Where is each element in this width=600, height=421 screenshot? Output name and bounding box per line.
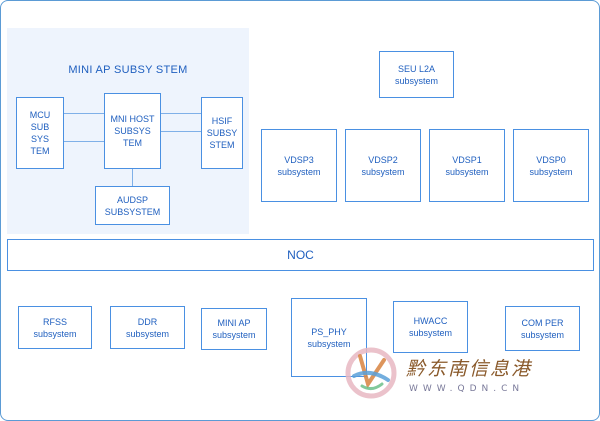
mni-host-subsystem-box: MNI HOST SUBSYS TEM <box>104 93 161 169</box>
ps-phy-subsystem-box: PS_PHY subsystem <box>291 298 367 377</box>
hsif-subsystem-box: HSIF SUBSY STEM <box>201 97 243 169</box>
connector-host-audsp <box>132 169 133 186</box>
vdsp2-subsystem-box: VDSP2 subsystem <box>345 129 421 202</box>
rfss-subsystem-box: RFSS subsystem <box>18 306 92 349</box>
mini-ap-subsystem-box: MINI AP subsystem <box>201 308 267 350</box>
watermark-chinese-text: 黔东南信息港 <box>406 358 533 380</box>
audsp-subsystem-box: AUDSP SUBSYSTEM <box>95 186 170 225</box>
noc-bar: NOC <box>7 239 594 271</box>
ddr-subsystem-box: DDR subsystem <box>110 306 185 349</box>
watermark-url-text: WWW.QDN.CN <box>409 384 525 394</box>
connector-mcu-host-1 <box>64 113 104 114</box>
hwacc-subsystem-box: HWACC subsystem <box>393 301 468 353</box>
connector-host-hsif-2 <box>161 131 201 132</box>
connector-host-hsif-1 <box>161 113 201 114</box>
com-per-subsystem-box: COM PER subsystem <box>505 306 580 351</box>
connector-mcu-host-2 <box>64 141 104 142</box>
watermark-logo-icon <box>345 347 397 399</box>
mini-ap-group-title: MINI AP SUBSY STEM <box>68 64 188 76</box>
seu-l2a-subsystem-box: SEU L2A subsystem <box>379 51 454 98</box>
mcu-subsystem-box: MCU SUB SYS TEM <box>16 97 64 169</box>
vdsp3-subsystem-box: VDSP3 subsystem <box>261 129 337 202</box>
vdsp1-subsystem-box: VDSP1 subsystem <box>429 129 505 202</box>
vdsp0-subsystem-box: VDSP0 subsystem <box>513 129 589 202</box>
